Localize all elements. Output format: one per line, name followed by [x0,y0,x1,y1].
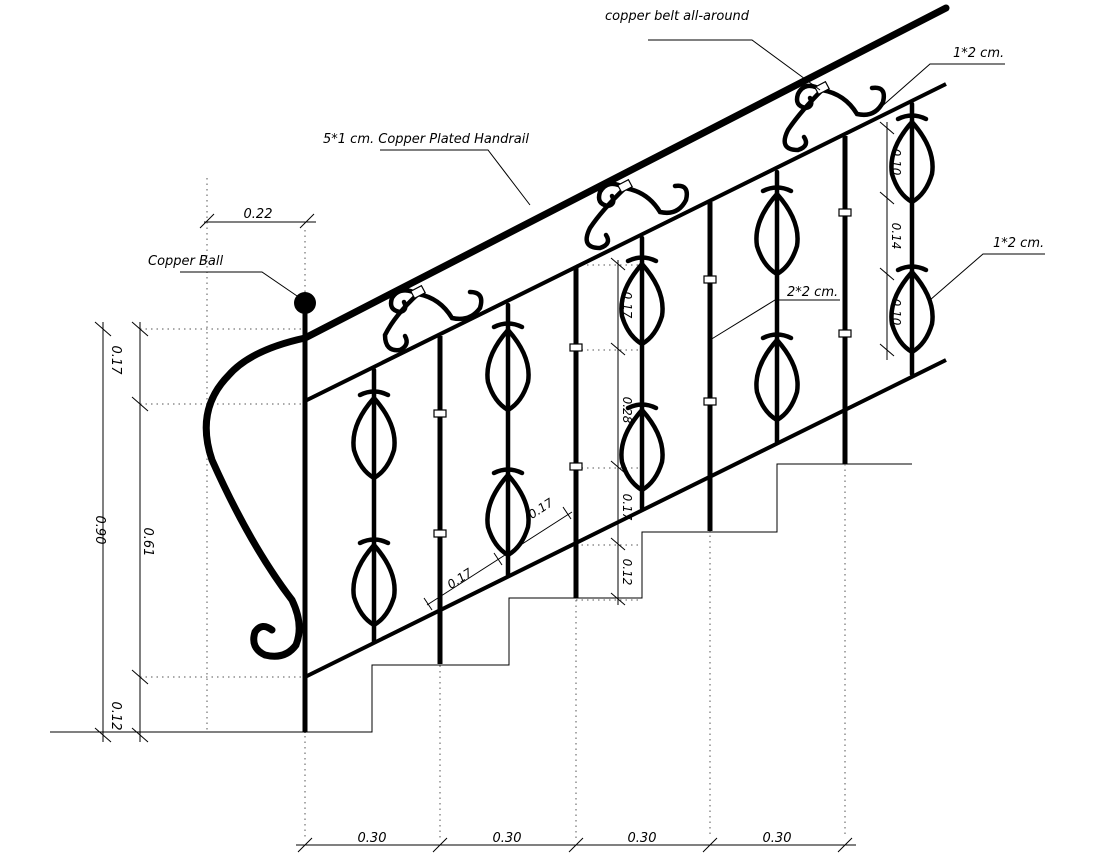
dim-left-bottom: 0.12 [108,702,123,731]
dim-tread-3: 0.30 [628,831,657,846]
stair-steps [50,463,912,733]
tread-dimensions: 0.30 0.30 0.30 0.30 [296,831,856,853]
label-bar-1x2-mid: 1*2 cm. [993,236,1044,251]
dim-left-total: 0.90 [92,516,107,545]
ornamental-baluster-2 [485,302,531,578]
straight-balusters [433,136,852,664]
label-bar-2x2: 2*2 cm. [787,285,838,300]
ornamental-baluster-4 [754,169,800,445]
scroll-ornament-2 [584,178,690,251]
dim-tread-4: 0.30 [763,831,792,846]
ornamental-baluster-3 [619,235,665,511]
dotted-guides [140,178,846,838]
leader-lines [180,39,1045,341]
label-copper-ball: Copper Ball [148,254,224,269]
upper-rail [304,82,947,403]
dim-mid-d: 0.28 [620,397,634,424]
label-bar-1x2-top: 1*2 cm. [953,46,1004,61]
dim-left-top: 0.17 [108,346,123,376]
scroll-ornament-1 [382,284,484,353]
top-offset-dimension: 0.22 [199,207,316,229]
dim-left-mid: 0.61 [140,528,155,557]
ornamental-baluster-5 [889,101,935,377]
lower-rail [304,358,947,679]
mid-dimensions: 0.17 0.17 0.17 0.28 0.17 0.12 [423,257,634,611]
label-handrail: 5*1 cm. Copper Plated Handrail [323,132,529,147]
decorative-balusters [351,101,935,645]
label-copper-belt: copper belt all-around [605,9,750,24]
left-dimensions: 0.90 0.17 0.61 0.12 [92,321,155,743]
dim-top-offset: 0.22 [244,207,273,222]
scroll-ornaments [382,80,887,353]
dim-right-b: 0.14 [889,223,903,250]
dim-tread-2: 0.30 [493,831,522,846]
dim-tread-1: 0.30 [358,831,387,846]
scroll-ornament-3 [782,80,887,153]
dim-mid-a: 0.17 [445,565,475,591]
dim-mid-f: 0.12 [620,559,634,586]
ornamental-baluster-1 [351,367,397,645]
